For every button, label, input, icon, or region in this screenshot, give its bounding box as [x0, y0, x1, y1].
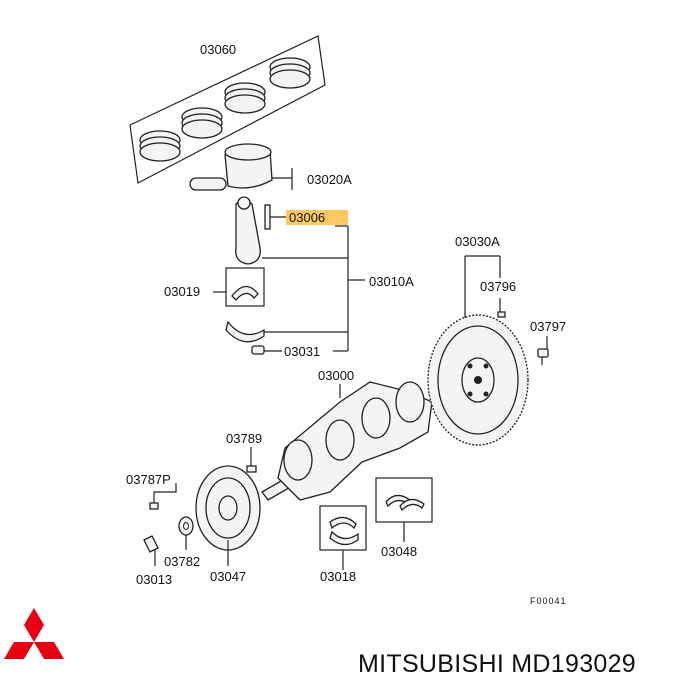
- label-03019[interactable]: 03019: [164, 284, 200, 299]
- label-03006[interactable]: 03006: [289, 210, 325, 225]
- piston-ring-set: [129, 35, 326, 184]
- conrod-nut: [251, 345, 282, 355]
- conrod-bearing-upper: [213, 267, 265, 307]
- crankshaft: [261, 381, 433, 501]
- flywheel: [427, 314, 529, 446]
- key: [246, 447, 257, 473]
- flywheel-bolt: [537, 336, 549, 365]
- label-03000[interactable]: 03000: [318, 368, 354, 383]
- label-03797[interactable]: 03797: [530, 319, 566, 334]
- label-03789[interactable]: 03789: [226, 431, 262, 446]
- conrod-bearing-lower: [225, 320, 348, 343]
- thrust-bearing: [375, 477, 433, 542]
- mitsubishi-logo-icon: [4, 608, 64, 659]
- main-bearing: [319, 505, 367, 570]
- highlight: [286, 210, 348, 225]
- label-03048[interactable]: 03048: [381, 544, 417, 559]
- label-03013[interactable]: 03013: [136, 572, 172, 587]
- crankshaft-pulley: [195, 465, 261, 566]
- pulley-bolt: [143, 535, 159, 566]
- label-03787P[interactable]: 03787P: [126, 472, 171, 487]
- label-03060[interactable]: 03060: [200, 42, 236, 57]
- label-03018[interactable]: 03018: [320, 569, 356, 584]
- pulley-washer: [178, 516, 194, 550]
- brand-part-number: MITSUBISHI MD193029: [358, 650, 637, 678]
- label-03796[interactable]: 03796: [480, 279, 516, 294]
- piston: [189, 143, 293, 191]
- label-03047[interactable]: 03047: [210, 569, 246, 584]
- label-03030A[interactable]: 03030A: [455, 234, 500, 249]
- pulley-pin: [149, 483, 177, 510]
- figure-code: F00041: [530, 596, 567, 606]
- label-03010A[interactable]: 03010A: [369, 274, 414, 289]
- connecting-rod: [235, 196, 348, 265]
- label-03020A[interactable]: 03020A: [307, 172, 352, 187]
- label-03782[interactable]: 03782: [164, 554, 200, 569]
- label-03031[interactable]: 03031: [284, 344, 320, 359]
